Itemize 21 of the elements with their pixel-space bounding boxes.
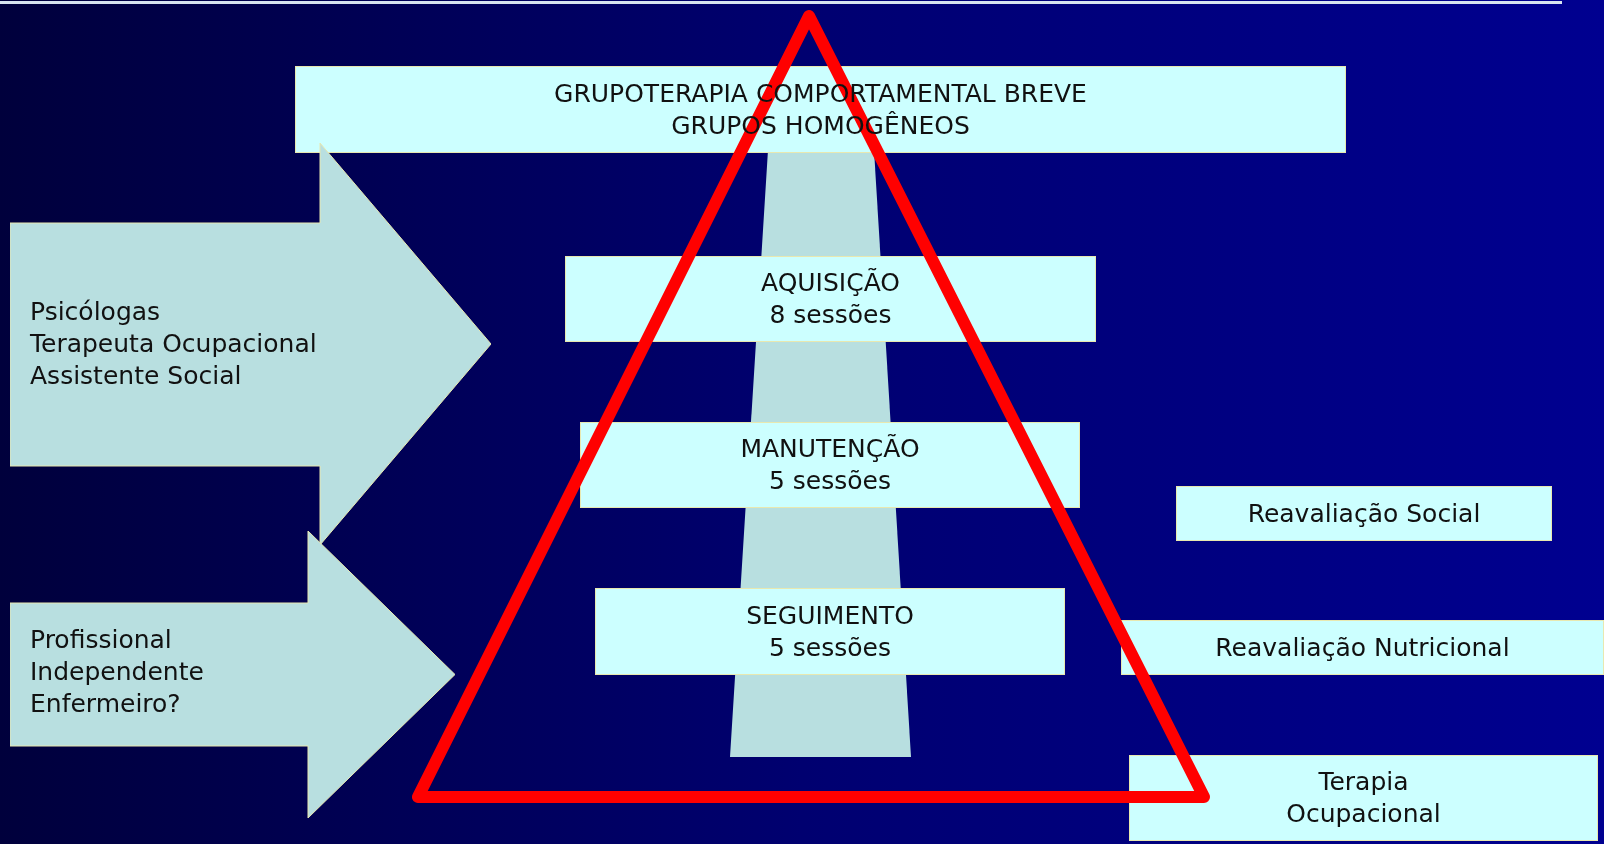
box-text: SEGUIMENTO [746, 599, 914, 632]
box-text: 8 sessões [769, 299, 892, 331]
stage-box [295, 66, 1346, 153]
box-text: AQUISIÇÃO [760, 267, 901, 299]
box-text: Reavaliação Social [1247, 497, 1481, 530]
arrow-text: Terapeuta Ocupacional [30, 328, 317, 360]
stage-box [580, 422, 1080, 508]
box-text: MANUTENÇÃO [740, 433, 920, 465]
box-text: 5 sessões [769, 465, 891, 497]
box-text: 5 sessões [769, 631, 891, 664]
stage-box [1129, 755, 1598, 841]
stage-box [1176, 486, 1552, 541]
arrow-text: Profissional Independente [30, 624, 205, 688]
box-text: Reavaliação Nutricional [1215, 631, 1510, 664]
stage-box [565, 256, 1096, 342]
stage-box [595, 588, 1065, 675]
box-text: Terapia Ocupacional [1285, 766, 1442, 830]
arrow-text: Psicólogas [30, 296, 162, 328]
arrow-text: Assistente Social [30, 360, 243, 392]
stage-box [1121, 620, 1604, 675]
arrow-text: Enfermeiro? [30, 688, 182, 720]
